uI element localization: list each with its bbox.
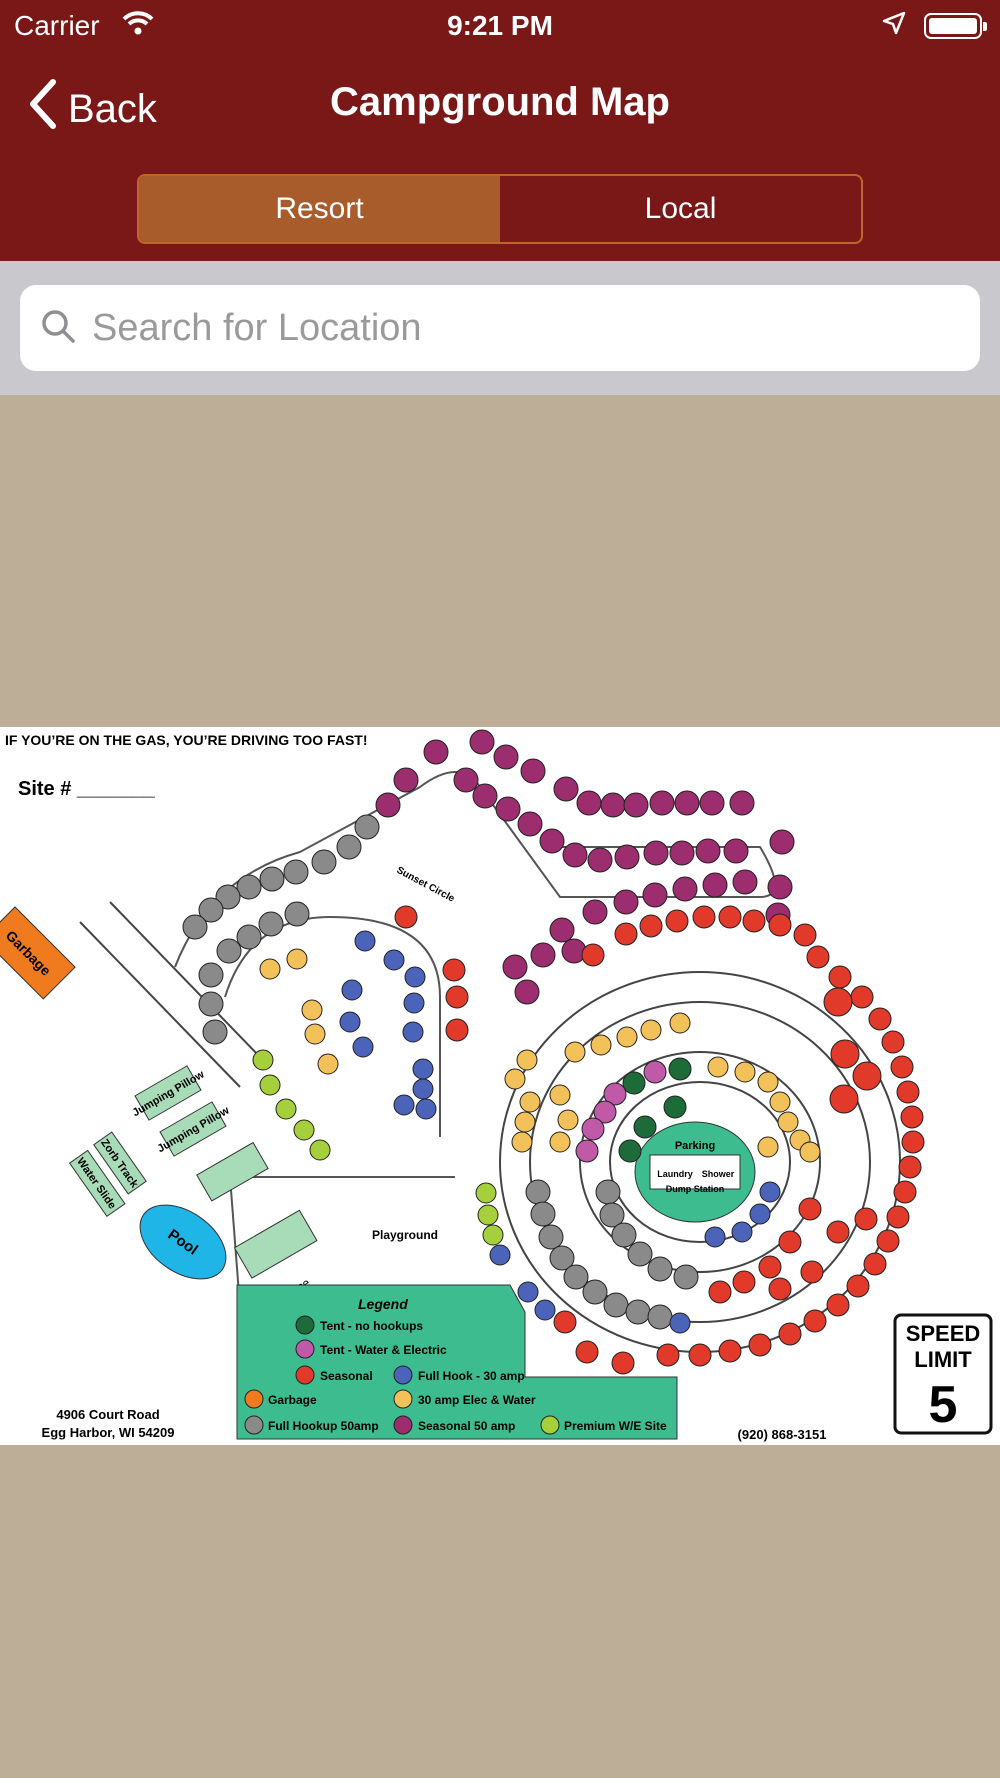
elec-water-30-sites <box>259 948 821 1163</box>
zorb-track <box>93 1131 147 1195</box>
status-time: 9:21 PM <box>447 10 553 41</box>
legend-title: Legend <box>358 1296 408 1312</box>
dump-station-label: Dump Station <box>666 1184 725 1194</box>
segment-local[interactable]: Local <box>644 192 717 225</box>
sunset-circle-label: Sunset Circle <box>395 865 457 905</box>
campground-map[interactable]: IF YOU’RE ON THE GAS, YOU’RE DRIVING TOO… <box>0 727 1000 1445</box>
shower-label: Shower <box>702 1169 735 1179</box>
legend-item: Seasonal <box>320 1369 373 1383</box>
legend-item: Full Hookup 50amp <box>268 1419 379 1433</box>
wifi-icon <box>122 10 154 43</box>
page-title: Campground Map <box>330 80 670 124</box>
tent-water-electric-sites <box>575 1060 667 1163</box>
map-legend: Legend Tent - no hookups Tent - Water & … <box>236 1284 678 1440</box>
segmented-control: Resort Local <box>137 174 863 244</box>
pavilion <box>196 1141 269 1202</box>
jumping-pillow-2 <box>159 1101 227 1157</box>
map-banner: IF YOU’RE ON THE GAS, YOU’RE DRIVING TOO… <box>5 732 368 748</box>
phone-number: (920) 868-3151 <box>738 1427 827 1442</box>
parking-label: Parking <box>675 1140 715 1152</box>
premium-sites <box>252 1049 504 1246</box>
back-label: Back <box>68 86 157 131</box>
registration <box>233 1209 318 1279</box>
back-button[interactable]: Back <box>28 78 157 140</box>
address-line-2: Egg Harbor, WI 54209 <box>42 1425 175 1440</box>
search-input[interactable]: Search for Location <box>20 285 980 371</box>
legend-item: Tent - no hookups <box>320 1319 423 1333</box>
legend-item: Seasonal 50 amp <box>418 1419 515 1433</box>
tent-no-hookup-sites <box>618 1057 692 1163</box>
svg-text:5: 5 <box>929 1376 958 1434</box>
carrier-label: Carrier <box>14 10 100 41</box>
pool-area: Pool <box>139 1204 227 1280</box>
address-line-1: 4906 Court Road <box>56 1407 159 1422</box>
svg-text:LIMIT: LIMIT <box>914 1347 972 1372</box>
playground-label: Playground <box>372 1228 438 1242</box>
seasonal-sites <box>394 905 925 1375</box>
water-slide <box>68 1149 126 1218</box>
legend-item: Full Hook - 30 amp <box>418 1369 525 1383</box>
full-hook-30-sites <box>339 930 781 1334</box>
legend-item: Garbage <box>268 1393 317 1407</box>
jumping-pillow-1 <box>134 1065 202 1121</box>
search-icon <box>40 308 76 349</box>
site-number-label: Site # _______ <box>18 778 156 800</box>
navigation-header: Carrier 9:21 PM Back Campground Map Reso… <box>0 0 1000 261</box>
legend-item: Premium W/E Site <box>564 1419 667 1433</box>
segment-resort[interactable]: Resort <box>139 176 500 242</box>
svg-text:SPEED: SPEED <box>906 1321 981 1346</box>
full-hookup-50-sites <box>182 814 699 1330</box>
battery-icon <box>924 13 987 39</box>
legend-item: 30 amp Elec & Water <box>418 1393 536 1407</box>
speed-limit-sign: SPEED LIMIT 5 <box>893 1313 993 1435</box>
search-placeholder: Search for Location <box>92 306 422 349</box>
laundry-label: Laundry <box>657 1169 693 1179</box>
legend-item: Tent - Water & Electric <box>320 1343 447 1357</box>
location-arrow-icon <box>882 10 906 42</box>
status-bar: Carrier 9:21 PM <box>0 0 1000 50</box>
garbage-area: Garbage <box>0 906 76 1000</box>
search-bar-container: Search for Location <box>0 261 1000 395</box>
chevron-left-icon <box>28 78 58 140</box>
